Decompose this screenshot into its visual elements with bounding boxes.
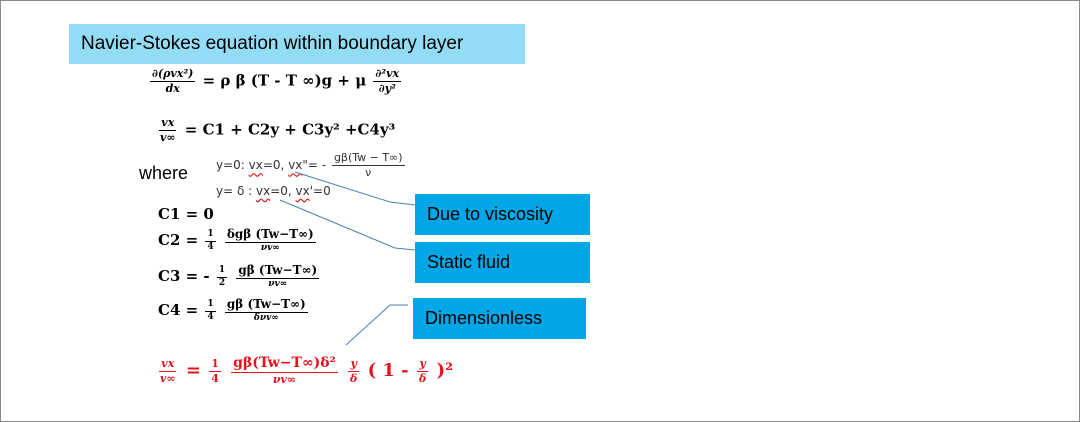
c2-den: νv∞ bbox=[260, 243, 280, 254]
cond1-frac-num: gβ(Tw − T∞) bbox=[331, 151, 405, 167]
c3-fraction: gβ (Tw−T∞) νv∞ bbox=[236, 263, 320, 290]
coef-c3: C3 = - 1 2 gβ (Tw−T∞) νv∞ bbox=[158, 263, 321, 290]
c2-lhs: C2 = bbox=[158, 231, 199, 250]
eq1-lhs-num: ∂(ρvx²) bbox=[150, 67, 196, 83]
equation-momentum: ∂(ρvx²) dx = ρ β (T - T ∞)g + μ ∂²vx ∂y² bbox=[148, 67, 403, 96]
cond2-v2: vx bbox=[295, 184, 310, 198]
c3-half: 1 2 bbox=[216, 265, 228, 289]
title-box: Navier-Stokes equation within boundary l… bbox=[69, 24, 525, 64]
eq2-lhs-den: v∞ bbox=[160, 131, 176, 145]
cond2-end: '=0 bbox=[309, 184, 331, 198]
cond1-mid: =0, bbox=[262, 158, 289, 173]
final-main-den: νv∞ bbox=[272, 373, 297, 387]
c4-num: gβ (Tw−T∞) bbox=[224, 297, 308, 314]
c3-num: gβ (Tw−T∞) bbox=[236, 263, 320, 280]
viscosity-connector bbox=[294, 171, 416, 206]
coef-c4: C4 = 1 4 gβ (Tw−T∞) δνv∞ bbox=[158, 297, 310, 324]
final-q-den: 4 bbox=[211, 371, 219, 385]
final-quarter: 1 4 bbox=[209, 357, 221, 385]
eq2-rhs: = C1 + C2y + C3y² +C4y³ bbox=[184, 120, 396, 139]
final-y-fraction: y δ bbox=[348, 357, 359, 385]
eq1-middle: = ρ β (T - T ∞)g + μ bbox=[202, 71, 367, 90]
final-y-num: y bbox=[348, 357, 359, 372]
callout-viscosity: Due to viscosity bbox=[415, 194, 590, 235]
c4-lhs: C4 = bbox=[158, 301, 199, 320]
cond1-eq: "= - bbox=[302, 158, 327, 173]
c3-den: νv∞ bbox=[268, 279, 288, 290]
callout-static-fluid: Static fluid bbox=[415, 242, 590, 283]
c4-q-den: 4 bbox=[207, 311, 214, 322]
final-y2-num: y bbox=[417, 357, 428, 372]
final-paren-close: )² bbox=[436, 360, 453, 382]
cond1-prefix: y=0: bbox=[216, 158, 249, 173]
final-lhs-fraction: vx v∞ bbox=[158, 357, 178, 385]
static-connector bbox=[279, 199, 416, 251]
cond2-v: vx bbox=[255, 184, 271, 198]
final-lhs-num: vx bbox=[159, 357, 177, 372]
eq1-lhs-fraction: ∂(ρvx²) dx bbox=[150, 67, 196, 96]
final-y2-den: δ bbox=[418, 371, 427, 385]
c4-den: δνv∞ bbox=[253, 313, 279, 324]
eq2-lhs-fraction: vx v∞ bbox=[158, 116, 178, 145]
cond1-v: vx bbox=[248, 158, 263, 173]
final-equation: vx v∞ = 1 4 gβ(Tw−T∞)δ² νv∞ y δ ( 1 - y … bbox=[156, 355, 453, 387]
equation-polynomial: vx v∞ = C1 + C2y + C3y² +C4y³ bbox=[156, 116, 396, 145]
condition-line-1: y=0: vx=0, vx"= - gβ(Tw − T∞) ν bbox=[216, 151, 407, 180]
final-main-fraction: gβ(Tw−T∞)δ² νv∞ bbox=[231, 355, 338, 387]
eq1-rhs-fraction: ∂²vx ∂y² bbox=[373, 67, 402, 96]
cond1-frac-den: ν bbox=[365, 166, 372, 180]
final-main-num: gβ(Tw−T∞)δ² bbox=[231, 355, 338, 374]
cond2-mid: =0, bbox=[270, 184, 296, 198]
cond2-prefix: y= δ : bbox=[216, 184, 256, 198]
c4-quarter: 1 4 bbox=[205, 299, 216, 323]
final-paren-open: ( 1 - bbox=[367, 360, 409, 382]
c2-num: δgβ (Tw−T∞) bbox=[224, 227, 316, 244]
c3-q-num: 1 bbox=[216, 265, 228, 278]
c2-q-den: 4 bbox=[207, 241, 214, 252]
condition-line-2: y= δ : vx=0, vx'=0 bbox=[216, 184, 331, 198]
final-eq-sign: = bbox=[185, 360, 201, 382]
cond1-v2: vx bbox=[288, 158, 303, 173]
where-label: where bbox=[139, 163, 189, 183]
c3-lhs: C3 = - bbox=[158, 267, 210, 286]
c4-q-num: 1 bbox=[205, 299, 216, 312]
eq1-rhs-num: ∂²vx bbox=[373, 67, 402, 83]
final-q-num: 1 bbox=[209, 357, 221, 372]
dimensionless-connector bbox=[345, 304, 408, 346]
c4-fraction: gβ (Tw−T∞) δνv∞ bbox=[224, 297, 308, 324]
coef-c2: C2 = 1 4 δgβ (Tw−T∞) νv∞ bbox=[158, 227, 318, 254]
eq2-lhs-num: vx bbox=[159, 116, 177, 132]
c3-q-den: 2 bbox=[218, 277, 226, 288]
slide-title: Navier-Stokes equation within boundary l… bbox=[81, 33, 464, 54]
callout-dimensionless: Dimensionless bbox=[413, 298, 586, 339]
c2-fraction: δgβ (Tw−T∞) νv∞ bbox=[224, 227, 316, 254]
cond1-fraction: gβ(Tw − T∞) ν bbox=[331, 151, 405, 180]
final-y-den: δ bbox=[349, 371, 358, 385]
final-y2-fraction: y δ bbox=[417, 357, 428, 385]
c2-q-num: 1 bbox=[205, 229, 216, 242]
final-lhs-den: v∞ bbox=[160, 371, 176, 385]
coef-c1: C1 = 0 bbox=[158, 205, 214, 223]
eq1-rhs-den: ∂y² bbox=[378, 82, 396, 96]
c2-quarter: 1 4 bbox=[205, 229, 216, 253]
eq1-lhs-den: dx bbox=[165, 82, 180, 96]
